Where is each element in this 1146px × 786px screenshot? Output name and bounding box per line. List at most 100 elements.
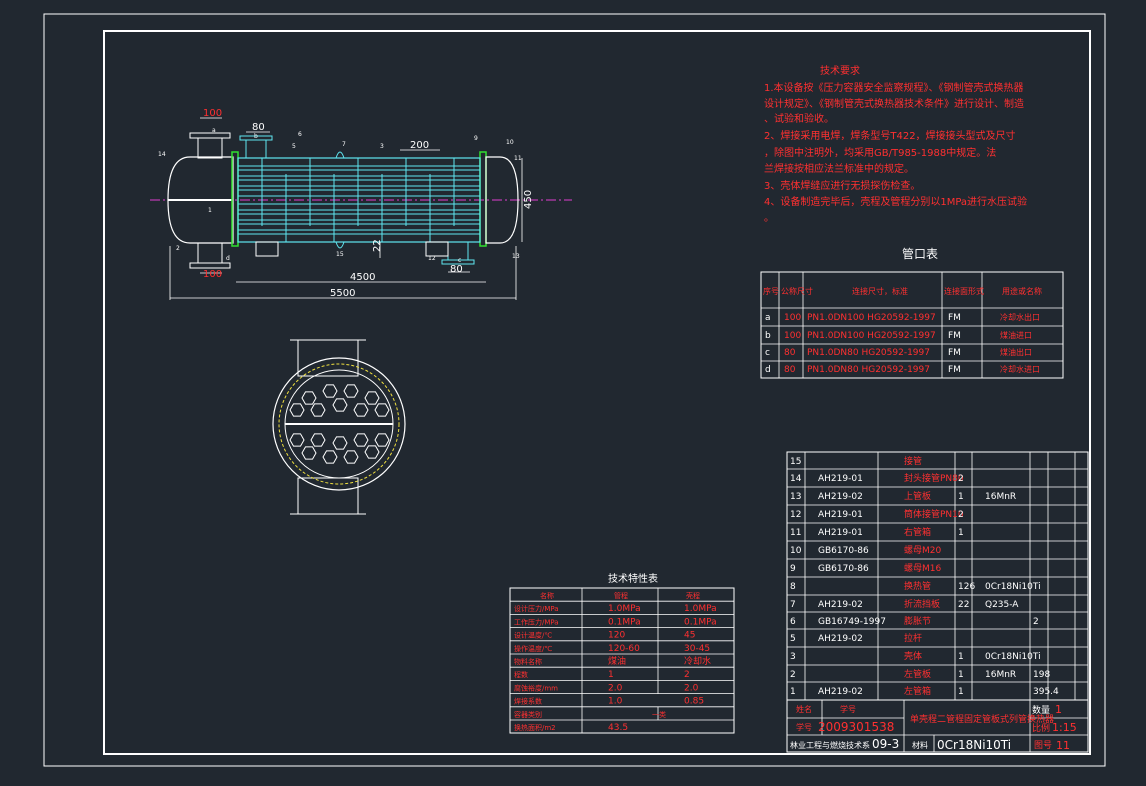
- part-tag: a: [212, 127, 216, 134]
- support-left: [255, 241, 279, 257]
- inner-frame: [103, 30, 1091, 755]
- bom-weight: 395.4: [1033, 687, 1059, 697]
- char-row-label: 程数: [514, 670, 528, 679]
- bom-material: 0Cr18Ni10Ti: [985, 652, 1041, 662]
- id-label: 学号: [840, 704, 856, 714]
- nozzle-cell: a: [765, 313, 771, 323]
- nozzle-cell: FM: [948, 331, 961, 341]
- bom-no: 3: [790, 652, 796, 662]
- bom-no: 14: [790, 474, 802, 484]
- dim-22: 22: [372, 239, 383, 252]
- material-label: 材料: [912, 740, 928, 750]
- bom-border: [786, 451, 1089, 701]
- bom-name: 螺母M16: [904, 563, 941, 574]
- support-right: [425, 241, 449, 257]
- scale-label: 比例: [1032, 722, 1050, 734]
- part-tag: 12: [428, 255, 436, 262]
- front-view: [150, 117, 572, 300]
- class-label: 学号: [796, 722, 812, 732]
- nozzle-cell: c: [765, 348, 770, 358]
- bom-code: AH219-02: [818, 492, 863, 502]
- nozzle-cell: 煤油进口: [1000, 330, 1032, 340]
- nozzle-cell: b: [765, 331, 771, 341]
- nozzle-cell: 冷却水进口: [1000, 364, 1040, 374]
- bom-code: AH219-01: [818, 528, 863, 538]
- nozzle-cell: 80: [784, 348, 796, 358]
- bolt-circle: [278, 363, 400, 485]
- bom-qty: 22: [958, 600, 969, 610]
- char-row-label: 设计温度/℃: [514, 631, 552, 640]
- nozzle-cell: 煤油出口: [1000, 347, 1032, 357]
- tube-hole-icon: [332, 436, 348, 450]
- tube-hole-icon: [343, 450, 359, 464]
- nozzle-header: 连接尺寸，标准: [852, 286, 908, 296]
- char-cell-tube: 43.5: [608, 723, 628, 733]
- nozzle-header: 公称尺寸: [781, 286, 813, 296]
- part-tag: 1: [208, 207, 212, 214]
- char-table-title: 技术特性表: [608, 572, 658, 585]
- char-cell-tube: 煤油: [608, 655, 626, 667]
- char-cell-tube: 120: [608, 631, 625, 641]
- shell-outer: [272, 357, 406, 491]
- char-cell-shell: 0.85: [684, 697, 704, 707]
- bom-code: AH219-01: [818, 474, 863, 484]
- bom-no: 7: [790, 600, 796, 610]
- part-tag: 13: [512, 253, 520, 260]
- nozzle-cell: PN1.0DN80 HG20592-1997: [807, 365, 930, 375]
- school-name: 林业工程与燃烧技术系: [790, 740, 870, 750]
- tube-hole-icon: [289, 433, 305, 447]
- nozzle-a-flange: [189, 132, 231, 139]
- char-row-label: 设计压力/MPa: [514, 604, 559, 613]
- tube-holes: [289, 384, 390, 464]
- tech-req-line: 设计规定》、《钢制管壳式换热器技术条件》进行设计、制造: [764, 97, 1024, 110]
- right-tubesheet: [479, 151, 487, 247]
- title-block: 姓名 学号 学号 2009301538 单壳程二管程固定管板式列管换热器 数量 …: [786, 699, 1089, 753]
- nozzle-cell: 100: [784, 313, 801, 323]
- bom-no: 11: [790, 528, 801, 538]
- char-cell-tube: 2.0: [608, 683, 623, 693]
- char-row-label: 物料名称: [514, 657, 542, 666]
- title-block-border: [786, 699, 1089, 753]
- char-category-value: 一类: [652, 710, 666, 719]
- bom-no: 8: [790, 582, 796, 592]
- expansion-joint: [335, 151, 345, 249]
- nozzle-table: 管口表 序号 公称尺寸 连接尺寸，标准 连接面形式 用途或名称 a 100 PN…: [760, 246, 1064, 379]
- bom-code: GB6170-86: [818, 546, 869, 556]
- tech-req-line: 。: [764, 213, 774, 224]
- part-tag: b: [254, 133, 258, 140]
- nozzle-a: [197, 137, 223, 159]
- name-label: 姓名: [796, 704, 812, 714]
- bom-no: 10: [790, 546, 802, 556]
- tube-hole-icon: [289, 403, 305, 417]
- dim-80-bottom: 80: [450, 264, 463, 275]
- bom-name: 折流挡板: [904, 598, 940, 610]
- tube-hole-icon: [310, 403, 326, 417]
- char-table-border: [509, 587, 735, 734]
- tube-bundle: [238, 165, 480, 235]
- char-row-label: 工作压力/MPa: [514, 617, 559, 626]
- dim-5500: 5500: [330, 288, 355, 299]
- char-row-label: 腐蚀裕度/mm: [514, 683, 558, 692]
- tech-req-line: 2、焊接采用电焊，焊条型号T422，焊接接头型式及尺寸: [764, 129, 1016, 142]
- bom-name: 左管板: [904, 668, 931, 680]
- bom-qty: 2: [958, 510, 964, 520]
- tube-hole-icon: [310, 433, 326, 447]
- qty-value: 1: [1055, 703, 1062, 716]
- char-header: 管程: [614, 591, 628, 600]
- shell: [237, 157, 481, 243]
- tube-hole-icon: [322, 450, 338, 464]
- nozzle-cell: 80: [784, 365, 796, 375]
- part-tag: 11: [514, 155, 522, 162]
- bom-qty: 1: [958, 652, 964, 662]
- part-tag: d: [226, 255, 230, 262]
- part-tag: 5: [292, 143, 296, 150]
- nozzle-header: 用途或名称: [1002, 286, 1042, 296]
- scale-value: 1:15: [1052, 721, 1077, 734]
- side-view: [272, 339, 406, 515]
- dim-100-bottom: 100: [203, 269, 222, 280]
- bom-qty: 1: [958, 670, 964, 680]
- bom-material: 0Cr18Ni10Ti: [985, 582, 1041, 592]
- tech-req-line: 1.本设备按《压力容器安全监察规程》、《钢制管壳式换热器: [764, 81, 1024, 94]
